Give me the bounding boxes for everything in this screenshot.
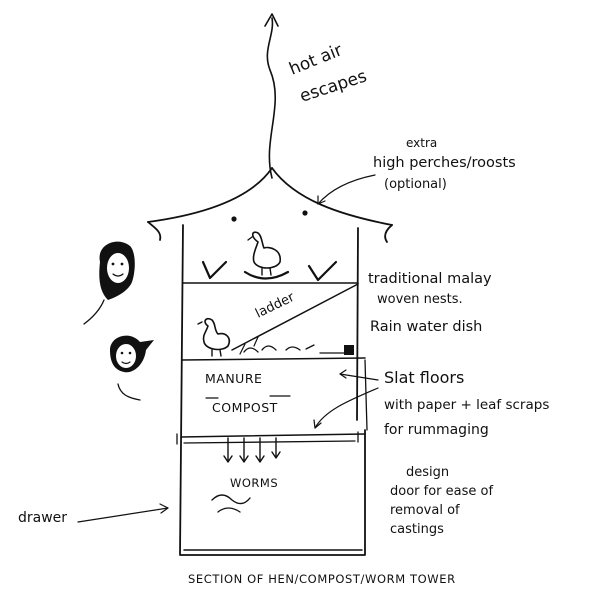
worms-squiggle [211,494,251,513]
hen-middle-icon [197,317,231,357]
label-door: door for ease of [390,484,493,499]
label-paper-leaf-scraps: with paper + leaf scraps [384,397,549,413]
tower-walls [179,224,368,556]
caption: SECTION OF HEN/COMPOST/WORM TOWER [188,572,456,586]
label-worms: WORMS [230,476,278,490]
label-design: design [406,465,449,480]
annotation-arrows [77,174,379,523]
label-ladder: ladder [253,290,297,322]
man-face-icon [110,335,154,401]
label-optional: (optional) [384,177,447,192]
woman-face-icon [83,241,135,325]
label-drawer: drawer [18,510,67,526]
label-slat-floors: Slat floors [384,368,464,387]
label-rummaging: for rummaging [384,422,489,438]
label-extra: extra [406,136,437,150]
compost-down-arrows [223,437,281,463]
perches [231,210,308,222]
label-woven-nests: woven nests. [377,292,463,307]
leaf-scraps [243,344,315,353]
label-hot-air: hot air [286,40,345,79]
label-castings: castings [390,522,444,537]
label-traditional-malay: traditional malay [368,271,492,287]
label-compost: COMPOST [212,400,278,415]
label-removal: removal of [390,503,460,518]
hot-air-arrow [264,13,279,179]
rainwater-dish [319,345,354,355]
woven-nests [201,260,338,282]
floors [176,282,366,551]
ladder [231,283,359,355]
hen-top-icon [247,231,281,276]
label-manure: MANURE [205,371,262,386]
label-high-perches: high perches/roosts [373,155,516,171]
roof [147,167,393,243]
label-rainwater-dish: Rain water dish [370,319,482,335]
